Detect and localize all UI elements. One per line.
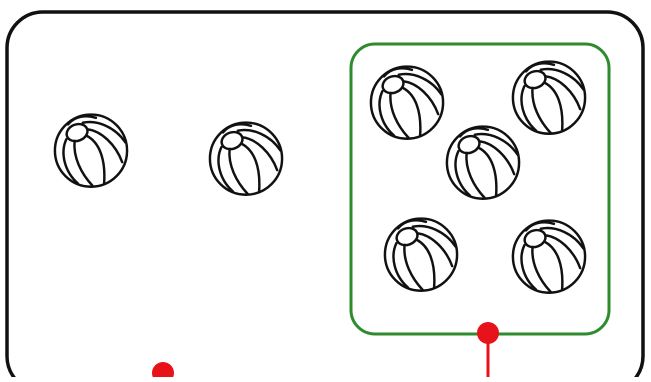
beach-ball-icon bbox=[50, 108, 132, 190]
beach-ball-icon bbox=[205, 116, 287, 198]
beach-ball-icon bbox=[508, 214, 590, 296]
marker-dot-left bbox=[152, 362, 174, 382]
marker-dot-right bbox=[477, 322, 499, 344]
beach-ball-icon bbox=[366, 60, 448, 142]
outer-frame bbox=[5, 10, 645, 382]
beach-ball-icon bbox=[380, 212, 462, 294]
beach-ball-icon bbox=[442, 120, 524, 202]
beach-ball-icon bbox=[508, 55, 590, 137]
